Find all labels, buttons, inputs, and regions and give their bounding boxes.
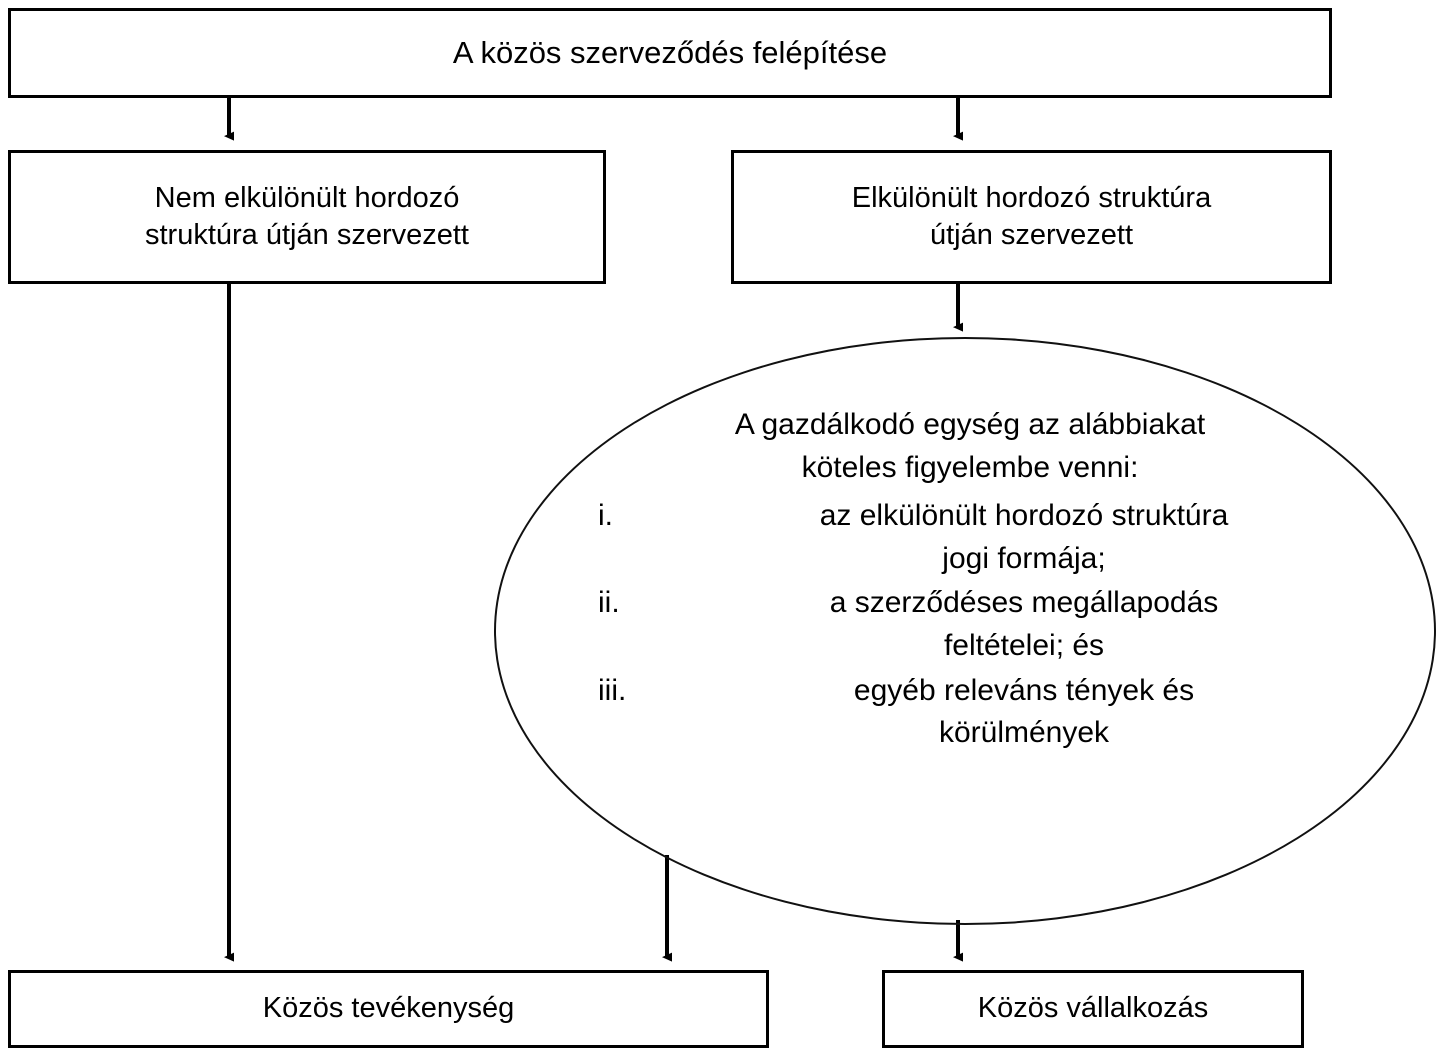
list-item-text: a szerződéses megállapodás feltételei; é…: [829, 586, 1219, 662]
considerations-list: i. az elkülönült hordozó struktúra jogi …: [560, 495, 1380, 755]
list-item-text: az elkülönült hordozó struktúra jogi for…: [819, 499, 1229, 575]
list-item: iii. egyéb releváns tények és körülménye…: [560, 670, 1380, 755]
list-item: ii. a szerződéses megállapodás feltétele…: [560, 582, 1380, 667]
node-joint-venture-label: Közös vállalkozás: [977, 992, 1209, 1025]
node-joint-venture: Közös vállalkozás: [882, 970, 1304, 1048]
list-item-marker: ii.: [598, 586, 620, 620]
considerations-content: A gazdálkodó egység az alábbiakat kötele…: [560, 404, 1380, 757]
node-non-separate-vehicle: Nem elkülönült hordozó struktúra útján s…: [8, 150, 606, 284]
considerations-intro: A gazdálkodó egység az alábbiakat kötele…: [734, 408, 1206, 484]
node-joint-operation-label: Közös tevékenység: [262, 992, 515, 1025]
list-item-marker: iii.: [598, 673, 627, 707]
node-separate-vehicle-label: Elkülönült hordozó struktúra útján szerv…: [851, 181, 1212, 251]
node-joint-operation: Közös tevékenység: [8, 970, 769, 1048]
list-item: i. az elkülönült hordozó struktúra jogi …: [560, 495, 1380, 580]
node-non-separate-vehicle-label: Nem elkülönült hordozó struktúra útján s…: [145, 181, 469, 251]
node-root: A közös szerveződés felépítése: [8, 8, 1332, 98]
list-item-marker: i.: [598, 499, 613, 533]
node-considerations-ellipse: [494, 337, 1436, 925]
list-item-text: egyéb releváns tények és körülmények: [853, 673, 1195, 750]
node-root-label: A közös szerveződés felépítése: [452, 35, 888, 71]
node-separate-vehicle: Elkülönült hordozó struktúra útján szerv…: [731, 150, 1332, 284]
